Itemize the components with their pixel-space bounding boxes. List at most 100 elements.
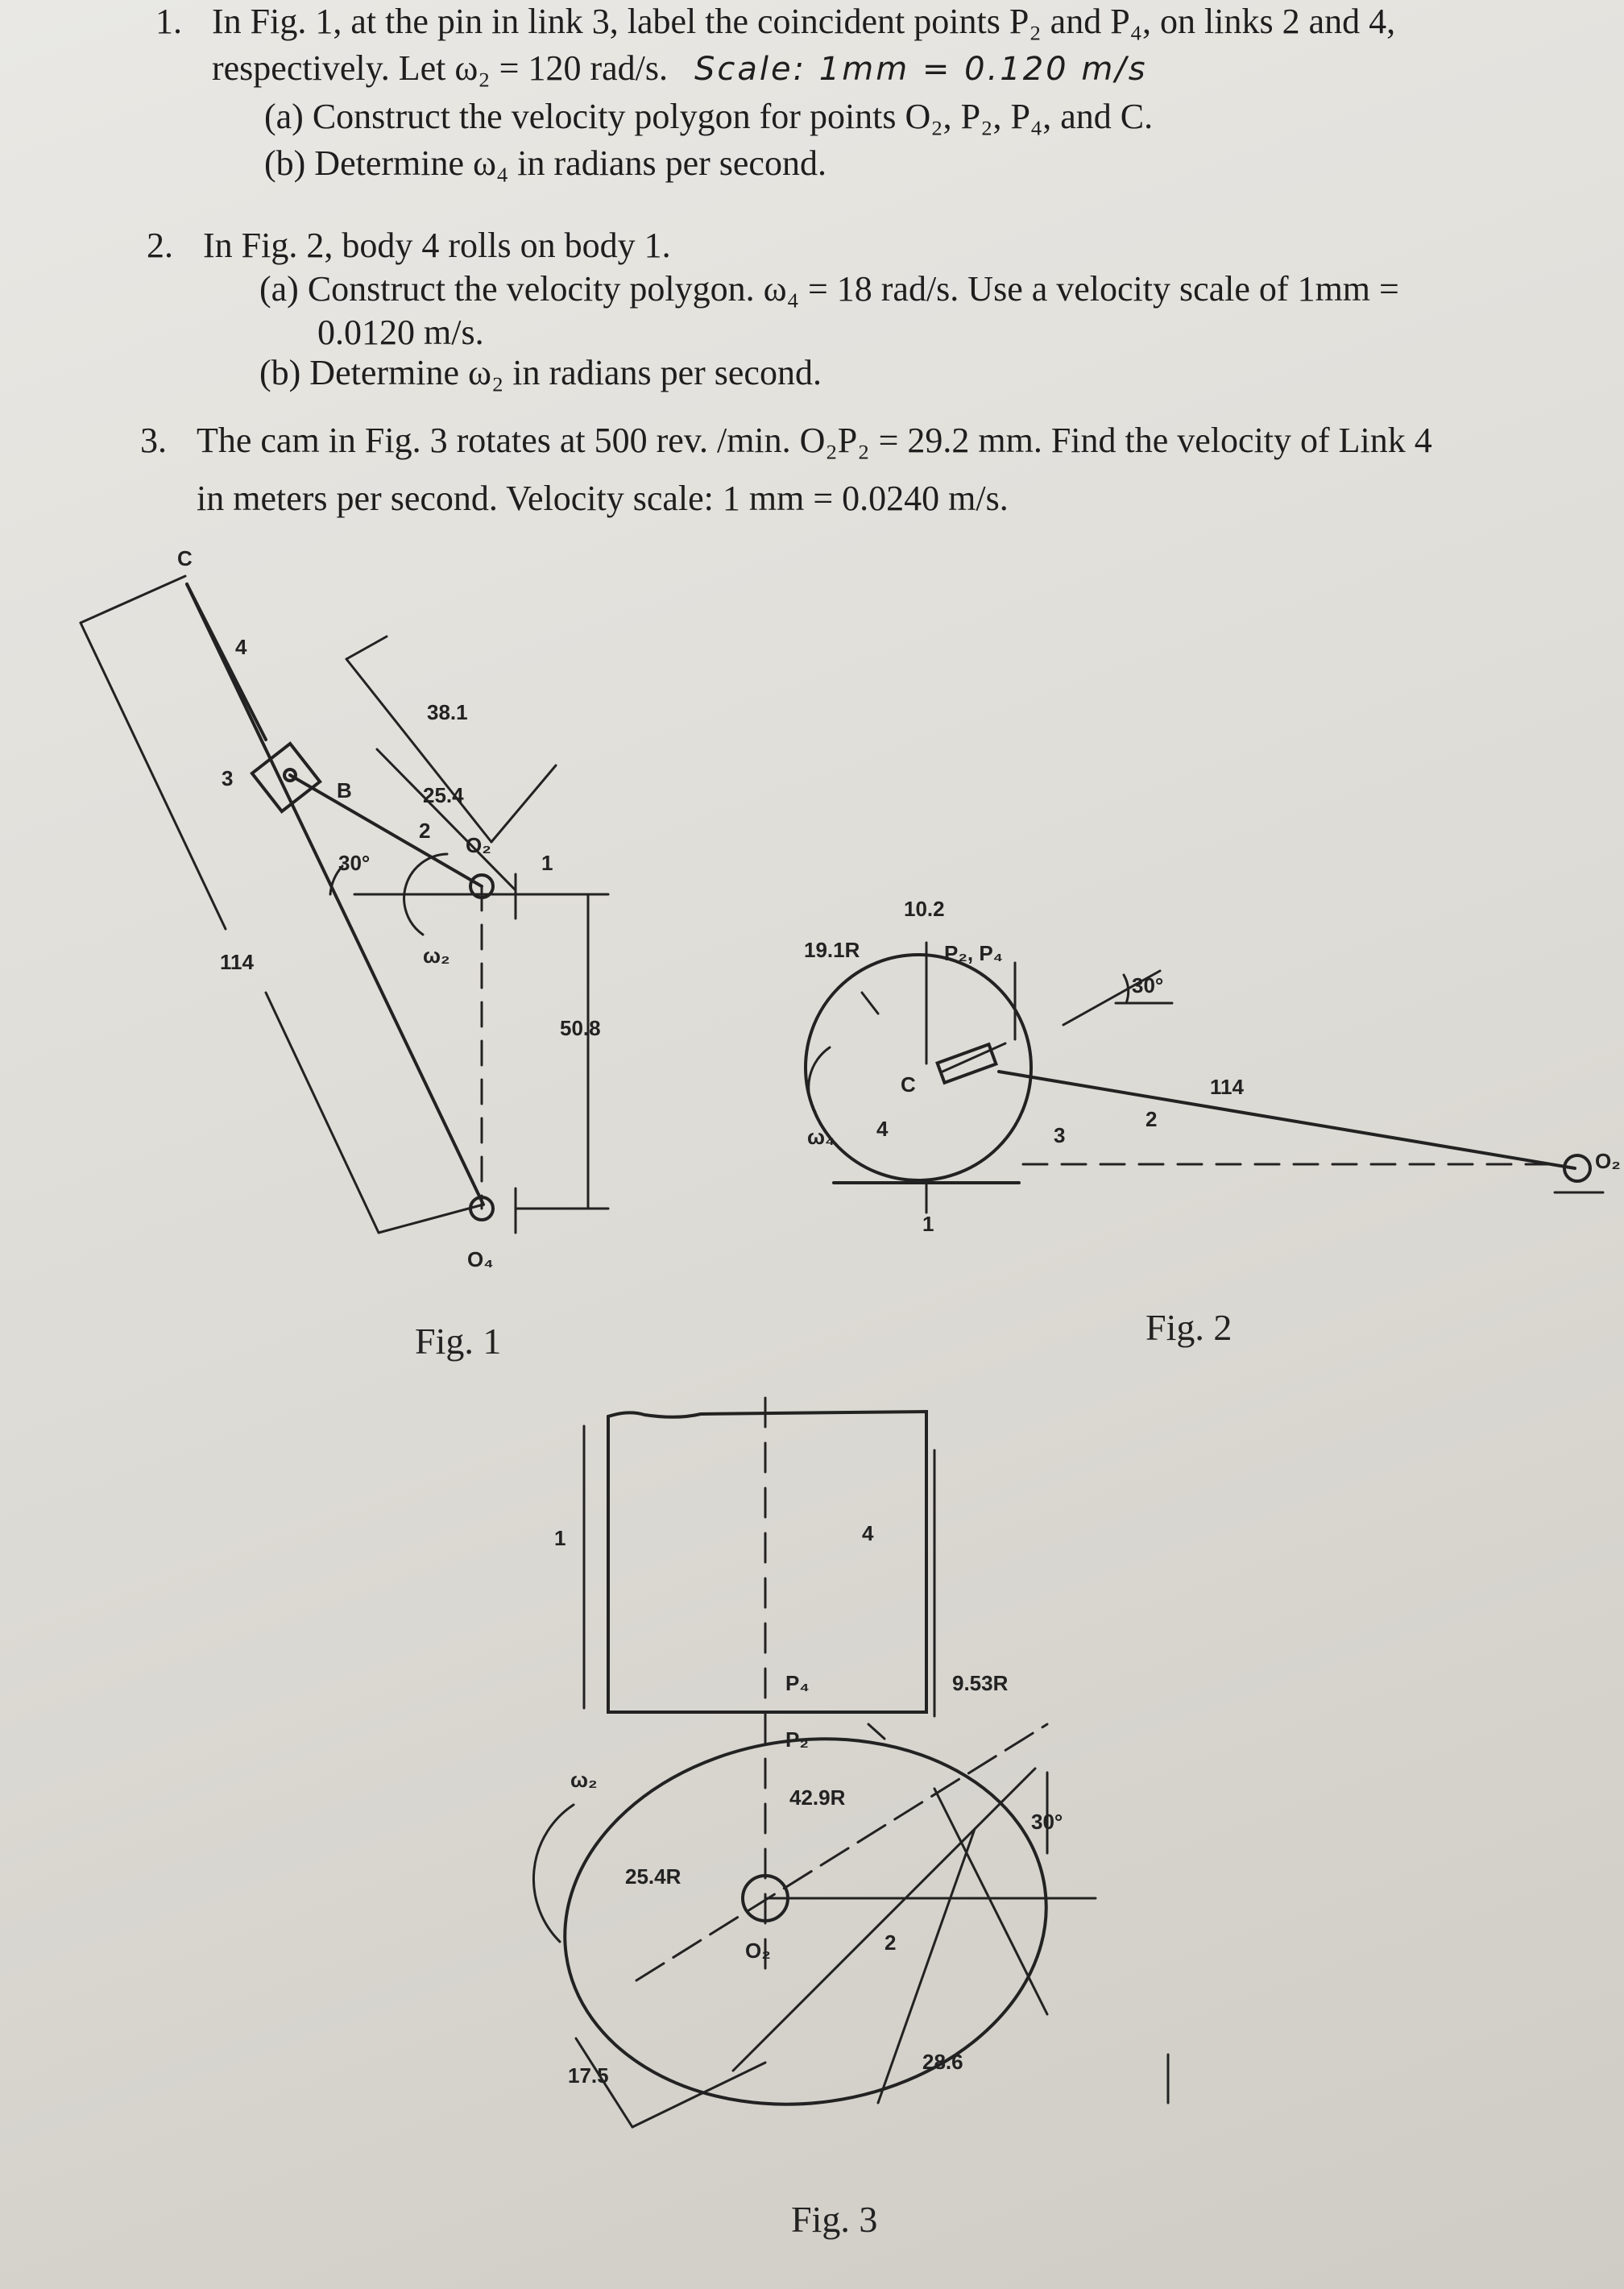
problem-1-line2: respectively. Let ω₂ = 120 rad/s. — [212, 48, 668, 88]
fig3-cam-body2 — [563, 1737, 1048, 2106]
problem-1-number: 1. — [155, 2, 182, 41]
fig1-label-c: C — [177, 546, 193, 570]
fig3-dim17-ext — [631, 2061, 767, 2129]
fig3-label-p4: P₄ — [785, 1671, 810, 1695]
fig1-link4-right-edge — [185, 583, 485, 1206]
fig1-dim38-ext2 — [490, 764, 557, 844]
fig1-dim114-line-a — [79, 621, 227, 931]
fig1-dim114-ext-top — [79, 574, 187, 624]
fig2-label-c: C — [901, 1072, 916, 1097]
problem-2a: (a) Construct the velocity polygon. ω₄ =… — [259, 269, 1399, 309]
fig3-dim28-ext — [933, 1787, 1049, 2016]
fig1-slider-block — [250, 741, 322, 814]
fig1-crank-2 — [288, 773, 483, 888]
fig2-label-114: 114 — [1210, 1075, 1244, 1099]
fig3-radius-line — [635, 1723, 1049, 1982]
fig1-caption: Fig. 1 — [415, 1321, 501, 1362]
fig3-label-17-5: 17.5 — [568, 2063, 609, 2088]
problem-2-line1: In Fig. 2, body 4 rolls on body 1. — [203, 226, 671, 265]
fig2-angle-line — [1062, 969, 1162, 1026]
fig2-label-body4: 4 — [876, 1117, 889, 1141]
fig1-label-50: 50.8 — [560, 1016, 601, 1040]
fig2-drawing — [804, 941, 1605, 1214]
fig2-link2 — [997, 1070, 1576, 1170]
fig1-label-angle: 30° — [338, 851, 370, 875]
fig3-label-o2: O₂ — [745, 1939, 771, 1963]
fig3-label-body4: 4 — [862, 1521, 874, 1545]
fig2-slider-axis — [941, 1042, 1007, 1073]
fig2-label-o2: O₂ — [1595, 1149, 1621, 1173]
fig1-dim114-ext-bot — [377, 1203, 485, 1234]
fig1-label-link1: 1 — [541, 851, 553, 875]
fig3-label-28-6: 28.6 — [922, 2050, 963, 2074]
fig1-drawing — [79, 574, 610, 1234]
fig3-label-body1: 1 — [554, 1526, 566, 1550]
fig3-label-omega: ω₂ — [570, 1768, 598, 1792]
fig1-pin-b — [283, 768, 297, 782]
problem-3: 3. The cam in Fig. 3 rotates at 500 rev.… — [140, 419, 1432, 462]
problem-1b: (b) Determine ω₄ in radians per second. — [264, 143, 826, 183]
fig1-label-114: 114 — [220, 950, 254, 974]
fig2-text: 10.2 19.1R P₂, P₄ 30° 114 ω₄ 4 C 3 2 1 O… — [804, 897, 1621, 1348]
problem-2-number: 2. — [147, 226, 173, 265]
fig2-label-p2p4: P₂, P₄ — [944, 941, 1003, 965]
fig1-label-38: 38.1 — [427, 700, 468, 724]
fig1-text: C 4 3 B 38.1 25.4 2 O₂ 1 30° ω₂ 114 50.8… — [177, 546, 601, 1362]
fig1-label-o2: O₂ — [466, 833, 491, 857]
problem-2: 2. In Fig. 2, body 4 rolls on body 1. — [147, 224, 671, 267]
fig3-dim28-line — [876, 1827, 976, 2104]
fig1-dim38-ext — [345, 635, 388, 661]
fig2-label-19-1r: 19.1R — [804, 938, 860, 962]
fig3-text: 1 4 P₄ P₂ 9.53R 42.9R ω₂ 30° 25.4R O₂ 2 … — [554, 1521, 1063, 2240]
fig2-label-angle: 30° — [1132, 973, 1163, 997]
fig2-slider-block — [935, 1042, 998, 1085]
fig2-omega-arc — [807, 1046, 831, 1113]
fig3-label-9-53r: 9.53R — [952, 1671, 1009, 1695]
fig1-omega-arc — [403, 852, 449, 936]
fig3-drawing — [532, 1396, 1170, 2129]
problem-1a: (a) Construct the velocity polygon for p… — [264, 97, 1154, 136]
fig2-radius-leader — [860, 991, 880, 1015]
problem-1-line2-row: respectively. Let ω₂ = 120 rad/s. Scale:… — [212, 47, 1148, 91]
fig2-label-10-2: 10.2 — [904, 897, 945, 921]
fig1-dim114-line-b — [264, 991, 380, 1234]
problem-1-line1: In Fig. 1, at the pin in link 3, label t… — [212, 2, 1396, 41]
handwritten-scale-note: Scale: 1mm = 0.120 m/s — [694, 51, 1148, 88]
fig3-dim-line-lower — [731, 1767, 1037, 2072]
problem-1: 1. In Fig. 1, at the pin in link 3, labe… — [155, 0, 1396, 44]
fig2-label-link3: 3 — [1054, 1123, 1065, 1147]
fig3-dim17-line — [574, 2037, 634, 2129]
problem-2b: (b) Determine ω₂ in radians per second. — [259, 353, 822, 392]
fig3-label-angle: 30° — [1031, 1810, 1063, 1834]
fig1-angle-arc — [329, 865, 344, 896]
fig1-label-link3: 3 — [222, 766, 233, 790]
fig1-pivot-o4 — [469, 1196, 495, 1221]
fig2-label-body1: 1 — [922, 1212, 934, 1236]
fig1-label-25: 25.4 — [423, 783, 464, 807]
problem-2a-cont: 0.0120 m/s. — [317, 313, 484, 352]
fig3-label-25-4r: 25.4R — [625, 1864, 682, 1889]
fig3-label-42-9r: 42.9R — [789, 1785, 846, 1810]
fig1-dim38 — [345, 657, 493, 844]
fig1-label-o4: O₄ — [467, 1247, 494, 1271]
problem-3-number: 3. — [140, 421, 167, 460]
fig1-label-link2: 2 — [419, 819, 430, 843]
fig1-label-omega: ω₂ — [423, 943, 450, 968]
fig3-caption: Fig. 3 — [791, 2199, 877, 2240]
fig2-pivot-o2 — [1563, 1154, 1592, 1183]
fig2-angle-arc — [1122, 973, 1130, 1005]
problem-3-line1: The cam in Fig. 3 rotates at 500 rev. /m… — [197, 421, 1432, 460]
fig2-body4-wheel — [804, 953, 1033, 1182]
fig1-label-link4: 4 — [235, 635, 247, 659]
fig3-label-p2: P₂ — [785, 1727, 809, 1752]
fig2-caption: Fig. 2 — [1146, 1307, 1232, 1348]
fig1-link4-upper — [185, 583, 267, 741]
fig2-label-omega: ω₄ — [807, 1125, 835, 1149]
fig1-dim25 — [375, 748, 517, 892]
fig3-label-link2: 2 — [884, 1930, 896, 1955]
fig3-follower-body4 — [607, 1409, 928, 1714]
problem-3-line2: in meters per second. Velocity scale: 1 … — [197, 479, 1009, 518]
fig3-p2-leader — [867, 1723, 886, 1740]
fig2-label-link2: 2 — [1146, 1107, 1157, 1131]
